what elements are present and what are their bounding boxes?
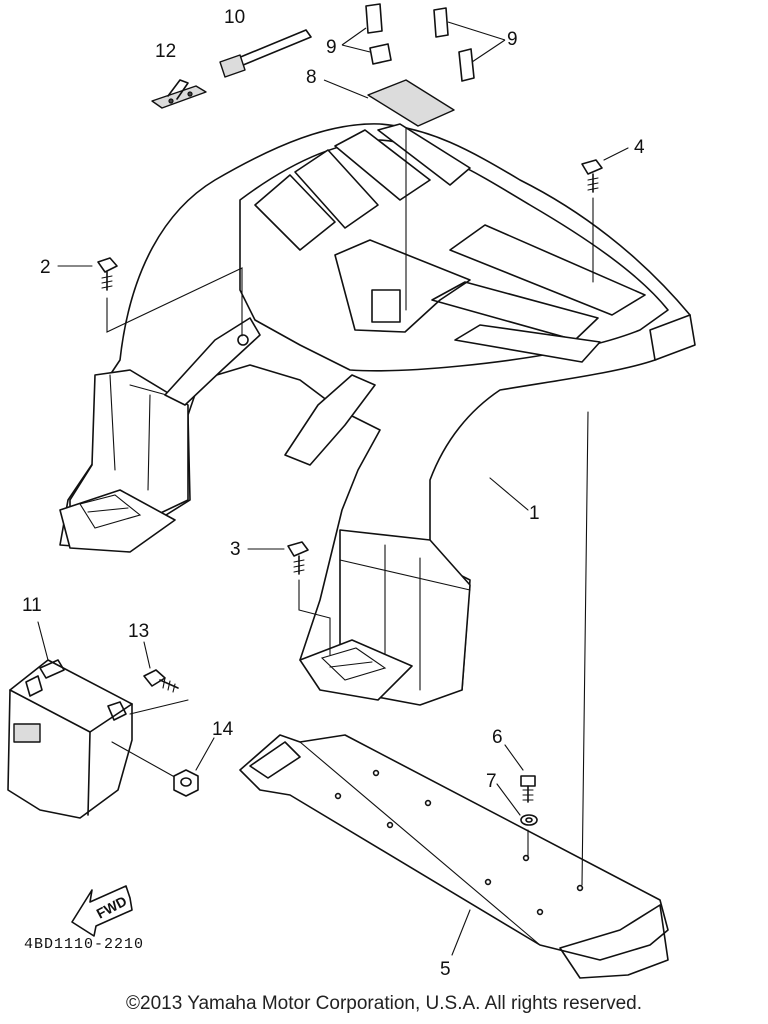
callout-6: 6 [492,727,503,748]
callout-14: 14 [212,719,234,740]
callout-9-left: 9 [326,37,337,58]
callout-9-right: 9 [507,29,518,50]
callout-3: 3 [230,539,241,560]
part-13-bolt [143,641,179,693]
part-6-7-bolt-washer [496,744,538,859]
drawing-code: 4BD1110-2210 [24,936,145,953]
part-9-pads [365,3,475,82]
part-4-bolt [581,147,629,283]
callout-12: 12 [155,41,177,62]
copyright-notice: ©2013 Yamaha Motor Corporation, U.S.A. A… [126,993,642,1014]
part-2-bolt [57,257,243,337]
part-8-plate [367,79,455,127]
callout-5: 5 [440,959,451,980]
part-12-bracket [151,79,207,109]
part-14-nut [173,737,215,797]
callout-10: 10 [224,7,246,28]
part-1-rear-fender [59,123,696,706]
callout-11: 11 [22,595,42,616]
part-10-strap [219,29,312,78]
callout-4: 4 [634,137,645,158]
callout-7: 7 [486,771,497,792]
part-11-box [7,621,189,819]
callout-2: 2 [40,257,51,278]
callout-1: 1 [529,503,540,524]
fwd-arrow-icon: FWD [71,885,133,937]
callout-13: 13 [128,621,150,642]
part-5-base-plate [239,411,669,979]
callout-8: 8 [306,67,317,88]
part-3-bolt [247,541,331,656]
